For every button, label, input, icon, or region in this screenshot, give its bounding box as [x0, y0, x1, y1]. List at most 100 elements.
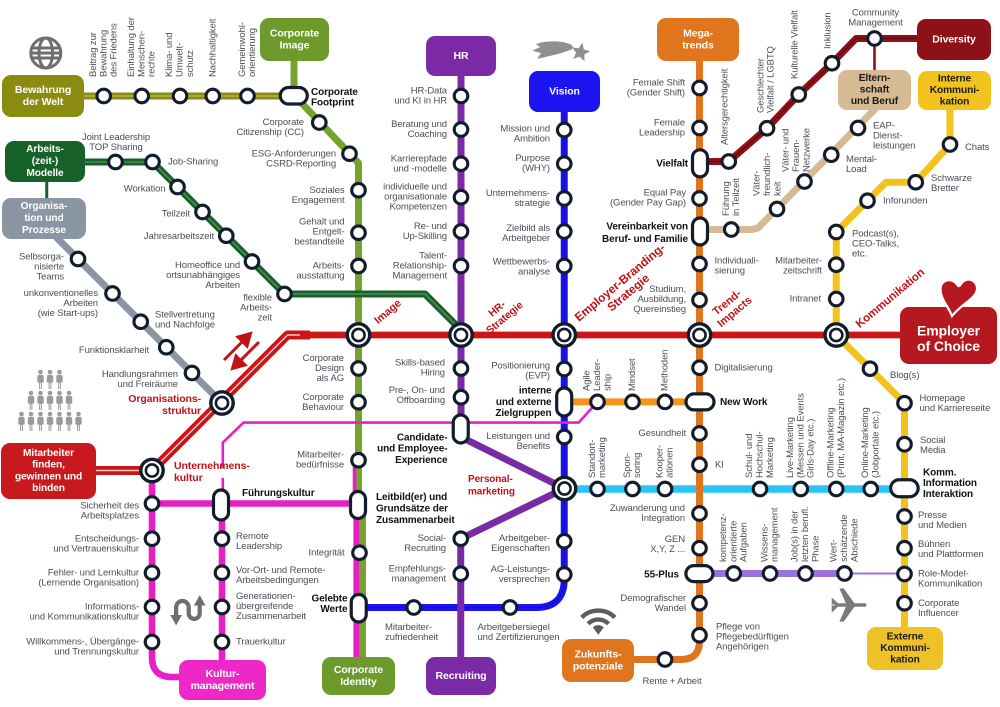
- svg-text:Community: Community: [852, 8, 899, 19]
- svg-text:leistungen: leistungen: [873, 141, 915, 152]
- svg-text:Väter-: Väter-: [752, 171, 763, 196]
- svg-text:(Jobportale etc.): (Jobportale etc.): [870, 411, 881, 478]
- svg-text:Image: Image: [280, 40, 310, 52]
- svg-text:Spon-: Spon-: [622, 453, 633, 478]
- svg-text:Corporate: Corporate: [270, 27, 320, 39]
- svg-text:letzten berufl.: letzten berufl.: [800, 506, 811, 562]
- svg-text:unkonventionelles: unkonventionelles: [24, 288, 99, 299]
- svg-text:Entgelt-: Entgelt-: [313, 227, 345, 238]
- svg-text:und Medien: und Medien: [918, 520, 967, 531]
- svg-text:zeitschrift: zeitschrift: [783, 266, 822, 277]
- svg-text:Komm.: Komm.: [923, 467, 957, 478]
- svg-text:Ausbildung,: Ausbildung,: [637, 294, 686, 305]
- svg-text:EAP-: EAP-: [873, 121, 895, 132]
- svg-text:und -modelle: und -modelle: [393, 163, 447, 174]
- svg-text:als AG: als AG: [317, 373, 344, 384]
- svg-text:Wettbewerbs-: Wettbewerbs-: [493, 257, 550, 268]
- svg-text:Arbeitsbedingungen: Arbeitsbedingungen: [236, 575, 319, 586]
- svg-text:und Kommunikationskultur: und Kommunikationskultur: [29, 612, 139, 623]
- svg-text:Arbeitgebersiegel: Arbeitgebersiegel: [478, 622, 550, 633]
- svg-text:ausstattung: ausstattung: [296, 271, 344, 282]
- svg-text:analyse: analyse: [518, 267, 550, 278]
- svg-text:versprechen: versprechen: [499, 574, 550, 585]
- svg-text:organisationale: organisationale: [384, 192, 447, 203]
- svg-text:Eigenschaften: Eigenschaften: [491, 543, 550, 554]
- svg-text:TOP Sharing: TOP Sharing: [89, 142, 142, 153]
- svg-text:Leadership: Leadership: [236, 541, 282, 552]
- svg-text:und externe: und externe: [496, 397, 552, 408]
- svg-text:Leistungen und: Leistungen und: [486, 431, 550, 442]
- svg-text:Zusammenarbeit: Zusammenarbeit: [376, 515, 455, 526]
- svg-text:Zuwanderung und: Zuwanderung und: [610, 503, 685, 514]
- svg-text:und Freiräume: und Freiräume: [118, 379, 178, 390]
- svg-text:Mission und: Mission und: [500, 123, 550, 134]
- svg-text:Integration: Integration: [641, 513, 685, 524]
- svg-text:Skills-based: Skills-based: [395, 358, 445, 369]
- svg-text:Vereinbarkeit von: Vereinbarkeit von: [606, 221, 688, 232]
- svg-text:(Gender Pay Gap): (Gender Pay Gap): [610, 198, 686, 209]
- svg-text:Modelle: Modelle: [26, 168, 64, 179]
- svg-text:strategie: strategie: [514, 198, 550, 209]
- svg-text:Methoden: Methoden: [660, 350, 671, 391]
- svg-text:Management: Management: [848, 18, 903, 29]
- svg-text:Einhaltung der: Einhaltung der: [126, 17, 137, 77]
- svg-text:Candidate-: Candidate-: [397, 432, 448, 443]
- svg-text:Presse: Presse: [918, 510, 947, 521]
- svg-text:Recruiting: Recruiting: [436, 670, 487, 682]
- svg-text:Mindset: Mindset: [627, 358, 638, 391]
- svg-text:Umwelt-: Umwelt-: [175, 43, 186, 77]
- svg-text:trends: trends: [682, 40, 714, 52]
- svg-text:Load: Load: [846, 164, 867, 175]
- svg-text:bedürfnisse: bedürfnisse: [296, 460, 344, 471]
- svg-text:individuelle und: individuelle und: [383, 182, 447, 193]
- svg-text:Integrität: Integrität: [309, 547, 345, 558]
- svg-text:Väter- und: Väter- und: [781, 129, 792, 172]
- svg-text:Arbeits-: Arbeits-: [313, 261, 345, 272]
- svg-text:Zukunfts-: Zukunfts-: [575, 648, 623, 660]
- svg-text:marketing: marketing: [468, 487, 515, 498]
- svg-text:und Trennungskultur: und Trennungskultur: [54, 647, 139, 658]
- svg-text:Kompetenzen: Kompetenzen: [389, 202, 447, 213]
- svg-text:Podcast(s),: Podcast(s),: [852, 229, 899, 240]
- svg-text:Vielfalt: Vielfalt: [656, 159, 689, 170]
- svg-text:Influencer: Influencer: [918, 608, 959, 619]
- svg-text:management: management: [191, 680, 255, 692]
- svg-text:nisierte: nisierte: [34, 262, 64, 273]
- svg-text:und Plattformen: und Plattformen: [918, 549, 984, 560]
- svg-text:etc.: etc.: [852, 249, 867, 260]
- svg-text:Gemeinwohl-: Gemeinwohl-: [237, 22, 248, 77]
- svg-text:ationen: ationen: [665, 448, 676, 478]
- svg-text:potenziale: potenziale: [573, 661, 624, 673]
- svg-text:Dienst-: Dienst-: [873, 131, 902, 142]
- svg-text:Inklusion: Inklusion: [823, 12, 834, 49]
- svg-text:schätzende: schätzende: [839, 514, 850, 562]
- svg-text:Corporate: Corporate: [918, 598, 959, 609]
- svg-text:(EVP): (EVP): [525, 371, 550, 382]
- svg-text:CEO-Talks,: CEO-Talks,: [852, 239, 899, 250]
- svg-text:management: management: [770, 507, 781, 562]
- svg-text:kultur: kultur: [174, 472, 203, 484]
- svg-text:der Welt: der Welt: [23, 96, 64, 108]
- svg-text:Kulturelle Vielfalt: Kulturelle Vielfalt: [790, 10, 801, 79]
- svg-text:freundlich-: freundlich-: [762, 153, 773, 196]
- svg-text:Behaviour: Behaviour: [302, 402, 344, 413]
- svg-text:(Messen und Events: (Messen und Events: [795, 393, 806, 478]
- svg-text:Eltern-: Eltern-: [859, 73, 891, 84]
- svg-text:Individuali-: Individuali-: [715, 256, 759, 267]
- svg-text:(Print, MA-Magazin etc.): (Print, MA-Magazin etc.): [836, 378, 847, 478]
- svg-text:Quereinstieg: Quereinstieg: [633, 304, 686, 315]
- svg-text:Kooper-: Kooper-: [654, 445, 665, 478]
- svg-text:Hochschul-: Hochschul-: [755, 431, 766, 478]
- svg-text:ortsunabhängiges: ortsunabhängiges: [166, 270, 240, 281]
- svg-text:Diversity: Diversity: [932, 34, 976, 46]
- svg-text:CSRD-Reporting: CSRD-Reporting: [266, 158, 336, 169]
- svg-text:zeit: zeit: [258, 313, 273, 324]
- svg-text:Pflege von: Pflege von: [716, 622, 760, 633]
- svg-text:Abschiede: Abschiede: [849, 519, 860, 562]
- svg-text:Empfehlungs-: Empfehlungs-: [389, 564, 446, 575]
- svg-text:Selbsorga-: Selbsorga-: [19, 252, 64, 263]
- svg-text:Mitarbeiter-: Mitarbeiter-: [385, 622, 432, 633]
- svg-text:New Work: New Work: [720, 397, 768, 408]
- svg-text:Management: Management: [393, 270, 448, 281]
- svg-text:in Teilzeit: in Teilzeit: [731, 178, 742, 216]
